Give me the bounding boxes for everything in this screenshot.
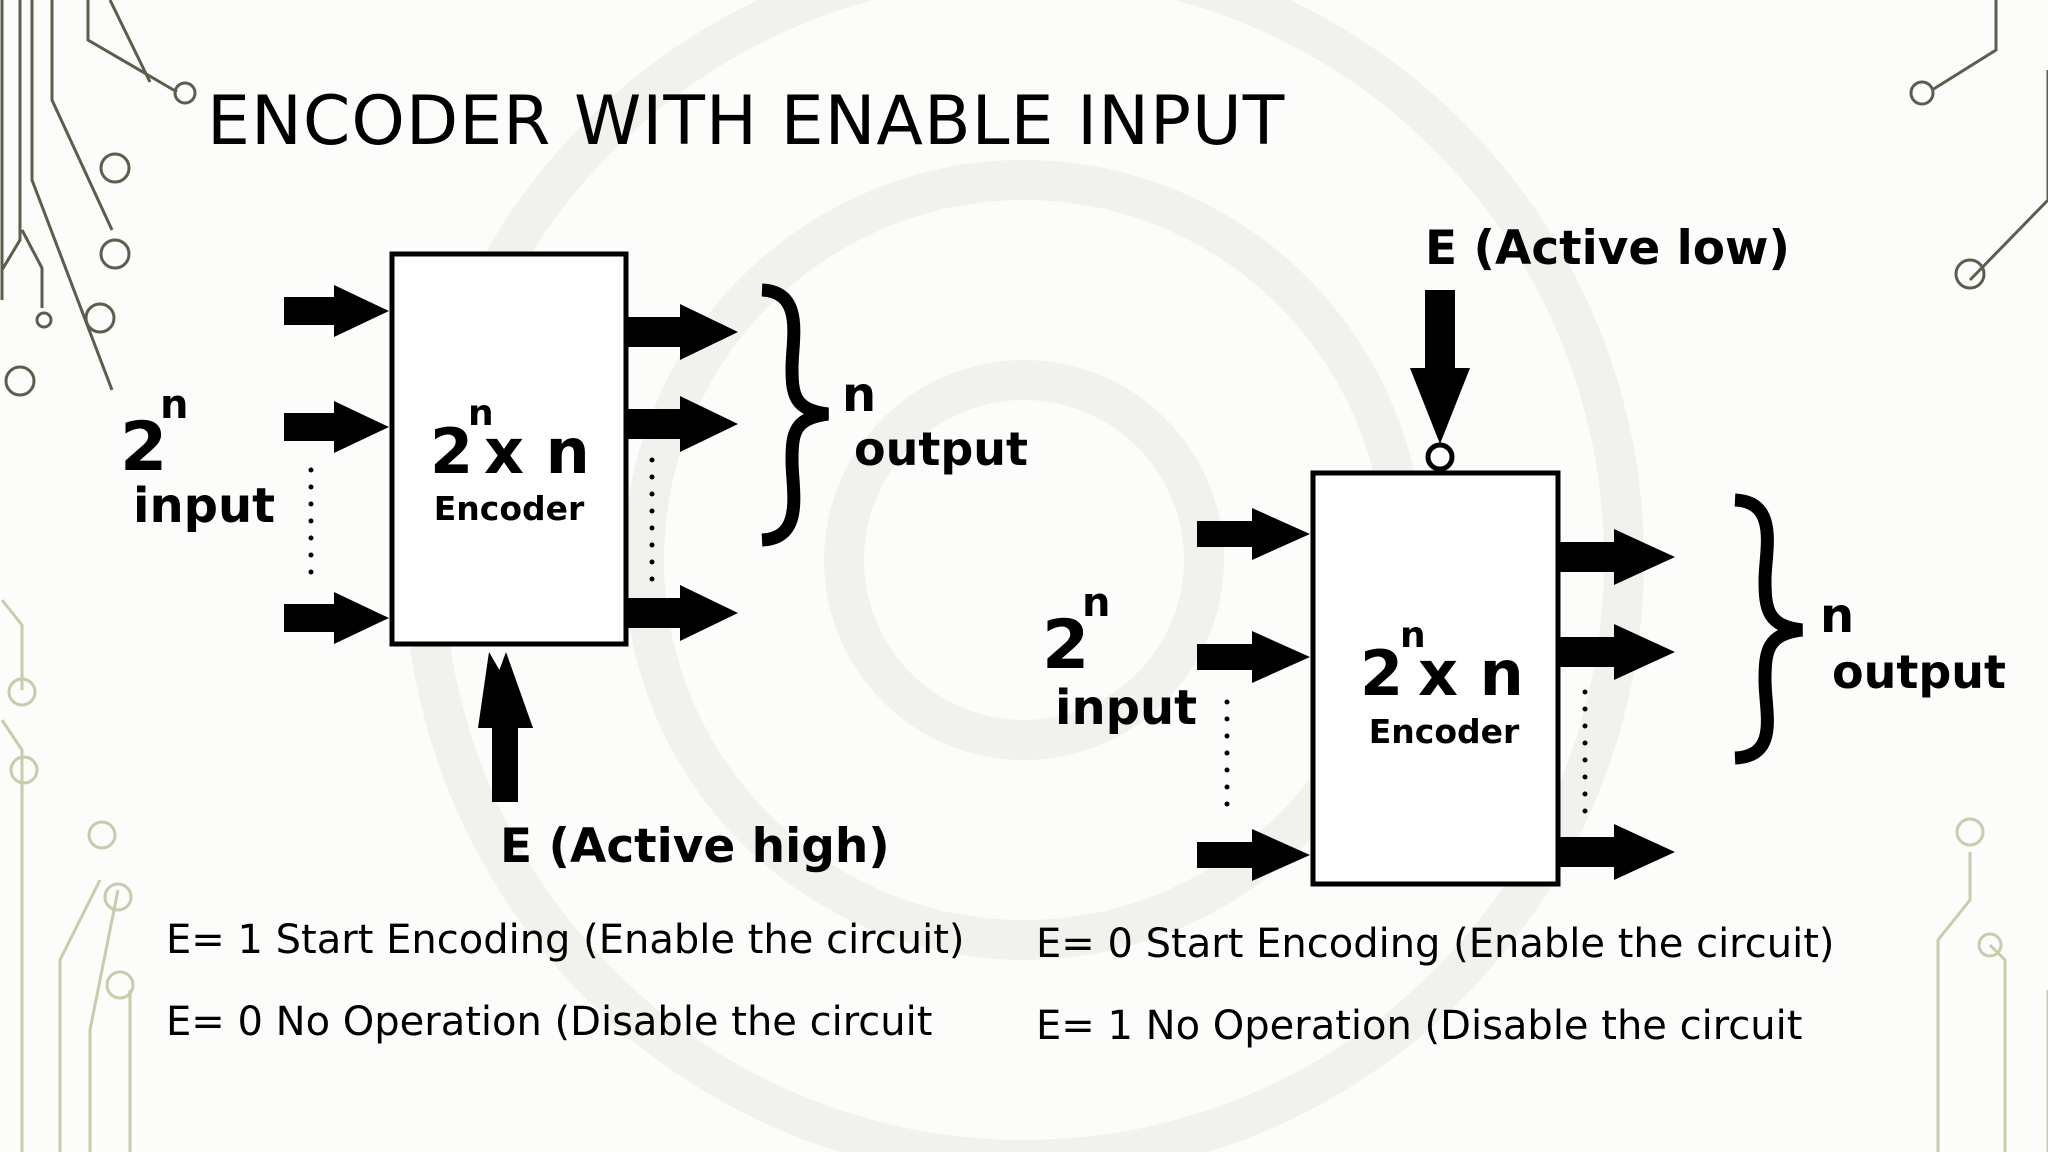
input-arrow-icon — [284, 592, 389, 644]
enable-arrow-icon-shape — [478, 652, 533, 728]
output-word-label: output — [1832, 645, 2006, 699]
input-arrow-icon — [1197, 508, 1310, 560]
inversion-bubble — [1425, 442, 1455, 472]
encoder-name: Encoder — [1369, 712, 1520, 751]
enable-label: E (Active high) — [500, 819, 890, 874]
encoder-size-base: 2 — [430, 415, 473, 488]
encoder-size-rest: x n — [1418, 637, 1524, 710]
input-arrow-icon — [1197, 829, 1310, 881]
encoder-size-base: 2 — [1360, 637, 1403, 710]
output-count-label: n — [842, 367, 876, 423]
input-word-label: input — [133, 478, 275, 534]
caption-left-enable: E= 1 Start Encoding (Enable the circuit) — [166, 917, 965, 963]
encoder-block — [1310, 470, 1561, 887]
output-count-label: n — [1820, 588, 1854, 644]
encoder-block — [389, 251, 629, 647]
slide-title: ENCODER WITH ENABLE INPUT — [207, 82, 1286, 161]
caption-right-disable: E= 1 No Operation (Disable the circuit — [1036, 1003, 1803, 1049]
output-arrow-icon — [628, 304, 738, 360]
input-count-exponent: n — [160, 382, 188, 428]
output-brace-icon — [761, 283, 830, 547]
input-arrow-icon — [1197, 631, 1310, 683]
encoder-size-exponent: n — [1400, 615, 1426, 656]
enable-arrow-icon — [1410, 290, 1470, 444]
enable-label: E (Active low) — [1425, 221, 1790, 276]
encoder-size-exponent: n — [468, 393, 494, 434]
input-arrow-icon — [284, 401, 389, 453]
input-word-label: input — [1055, 680, 1197, 736]
caption-right-enable: E= 0 Start Encoding (Enable the circuit) — [1036, 921, 1835, 967]
input-count-base: 2 — [1042, 606, 1089, 685]
output-arrow-icon — [628, 585, 738, 641]
input-count-exponent: n — [1082, 580, 1110, 626]
encoder-name: Encoder — [434, 489, 585, 528]
input-count-base: 2 — [120, 408, 167, 487]
output-word-label: output — [854, 422, 1028, 476]
encoder-size-rest: x n — [484, 415, 590, 488]
output-arrow-icon — [1560, 824, 1675, 880]
output-arrow-icon — [628, 396, 738, 452]
output-arrow-icon — [1560, 624, 1675, 680]
output-brace-icon — [1734, 493, 1804, 765]
caption-left-disable: E= 0 No Operation (Disable the circuit — [166, 999, 933, 1045]
output-arrow-icon — [1560, 529, 1675, 585]
input-arrow-icon — [284, 285, 389, 337]
